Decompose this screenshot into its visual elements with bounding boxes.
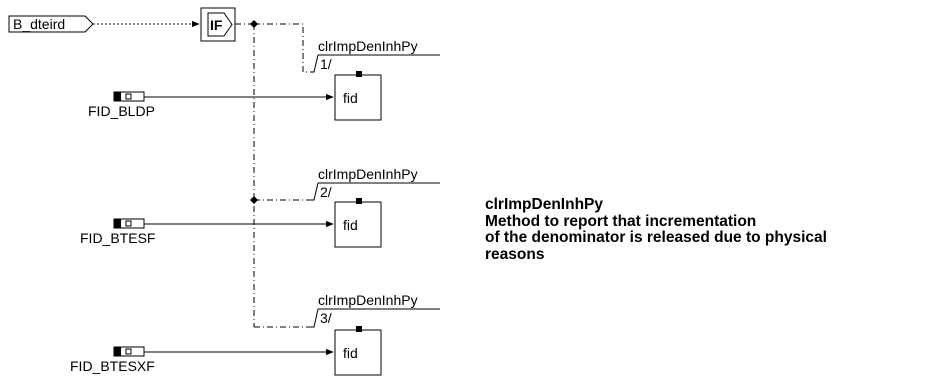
description-line-2: of the denominator is released due to ph… — [485, 229, 827, 246]
description-line-3: reasons — [485, 245, 545, 263]
call-3-name: clrImpDenInhPy — [318, 292, 418, 308]
function-block-3[interactable]: fid — [334, 326, 382, 376]
fid-input-3-label: FID_BTESXF — [70, 358, 155, 374]
control-flow-junctions — [250, 20, 258, 204]
call-label-2: clrImpDenInhPy 2/ — [312, 166, 440, 201]
description-line-1: Method to report that incrementation — [485, 212, 757, 230]
call-1-order: 1/ — [320, 56, 332, 72]
fid-input-2-label: FID_BTESF — [80, 230, 155, 246]
function-block-2[interactable]: fid — [334, 198, 382, 248]
function-block-3-port: fid — [343, 345, 358, 361]
description-block: clrImpDenInhPy Method to report that inc… — [485, 196, 827, 263]
function-block-1-port: fid — [343, 90, 358, 106]
fid-input-1[interactable]: FID_BLDP — [88, 91, 155, 119]
input-signal-block[interactable]: B_dteird — [8, 15, 94, 33]
call-label-3: clrImpDenInhPy 3/ — [312, 292, 440, 328]
call-3-order: 3/ — [320, 310, 332, 326]
fid-input-1-label: FID_BLDP — [88, 103, 155, 119]
if-block[interactable]: IF — [200, 7, 236, 42]
call-1-name: clrImpDenInhPy — [318, 38, 418, 54]
call-label-1: clrImpDenInhPy 1/ — [312, 38, 440, 73]
if-block-label: IF — [210, 17, 223, 33]
description-title: clrImpDenInhPy — [485, 196, 603, 213]
call-2-name: clrImpDenInhPy — [318, 166, 418, 182]
fid-input-2[interactable]: FID_BTESF — [80, 218, 155, 246]
fid-input-3[interactable]: FID_BTESXF — [70, 346, 155, 374]
function-block-2-port: fid — [343, 217, 358, 233]
function-block-1[interactable]: fid — [334, 71, 382, 121]
call-2-order: 2/ — [320, 184, 332, 200]
input-signal-label: B_dteird — [13, 16, 65, 32]
control-flow-lines — [235, 23, 312, 328]
